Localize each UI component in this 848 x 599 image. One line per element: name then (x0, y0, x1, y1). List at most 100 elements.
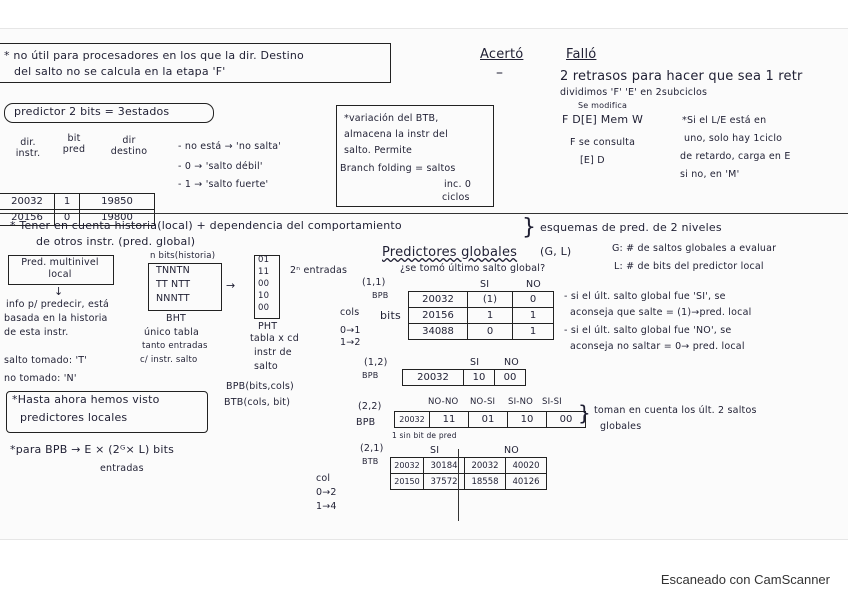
t3-head-2: NO-SI (470, 397, 495, 407)
p2-head-dir: dir. instr. (8, 137, 48, 159)
si-note-4: si no, en 'M' (680, 169, 739, 180)
cols-label: cols (340, 307, 359, 318)
table-cell: 1 (513, 308, 554, 324)
btb-label-4: BTB (362, 457, 378, 466)
bht-row: TT NTT (156, 279, 190, 290)
local-desc-1: info p/ predecir, está (6, 299, 109, 310)
rule-2: aconseja que salte = (1)→pred. local (570, 307, 751, 318)
table-cell: 20156 (409, 308, 468, 324)
not-taken-label: no tomado: 'N' (4, 373, 77, 384)
bht-label: BHT (166, 313, 186, 324)
pht-row: 11 (258, 267, 269, 277)
col-map-2: 0→2 (316, 487, 337, 498)
table-cell: 20150 (391, 474, 424, 490)
fallo-line-2: dividimos 'F' 'E' en 2subciclos (560, 87, 707, 98)
table-cell: 40020 (506, 458, 547, 474)
global-table-4: 20032 30184 20032 40020 20150 37572 1855… (390, 457, 547, 490)
p2-head-dest: dir destino (104, 135, 154, 157)
se-modifica-note: Se modifica (578, 101, 627, 110)
bpb-label-2: BPB (362, 371, 378, 380)
pipeline-ed: [E] D (580, 155, 605, 166)
local-desc-2: basada en la historia (4, 313, 108, 324)
btb-note-2: almacena la instr del (344, 129, 448, 140)
table-row: 20032 1 19850 (0, 194, 155, 210)
table-cell: 11 (430, 412, 469, 428)
top-note-line-2: del salto no se calcula en la etapa 'F' (14, 65, 225, 78)
table-row: 20032 (1) 0 (409, 292, 554, 308)
table-cell: 1 (513, 324, 554, 340)
rule-4: aconseja no saltar = 0→ pred. local (570, 341, 745, 352)
rule-1: - si el últ. salto global fue 'SI', se (564, 291, 726, 302)
bht-desc-2: tanto entradas (142, 341, 208, 351)
t3-brace: } (578, 401, 591, 425)
two-n-label: 2ⁿ entradas (290, 265, 347, 276)
scanned-notes-page: * no útil para procesadores en los que l… (0, 28, 848, 540)
t4-si-head: SI (430, 445, 439, 456)
c22-label: (2,2) (358, 401, 382, 412)
t3-note-2: globales (600, 421, 641, 432)
btb-cols-bit: BTB(cols, bit) (224, 397, 290, 408)
t1-no-head: NO (526, 279, 541, 290)
bht-desc-3: c/ instr. salto (140, 355, 197, 365)
table-row: 20150 37572 18558 40126 (391, 474, 547, 490)
table-cell: 10 (464, 370, 495, 386)
bht-arrow: → (226, 279, 235, 292)
table-cell: 20032 (403, 370, 464, 386)
global-table-1: 20032 (1) 0 20156 1 1 34088 0 1 (408, 291, 554, 340)
table-cell: (1) (468, 292, 513, 308)
p2-state-1: - no está → 'no salta' (178, 141, 281, 152)
top-note-line-1: * no útil para procesadores en los que l… (4, 49, 304, 62)
t4-no-head: NO (504, 445, 519, 456)
pht-row: 01 (258, 255, 269, 265)
table-cell: 20032 (0, 194, 55, 210)
col-map-1: col (316, 473, 330, 484)
t3-head-3: SI-NO (508, 397, 533, 407)
acerto-heading: Acertó (480, 47, 523, 62)
pht-row: 00 (258, 279, 269, 289)
c12-label: (1,2) (364, 357, 388, 368)
t4-divider (458, 449, 459, 521)
camscanner-footer: Escaneado con CamScanner (661, 572, 830, 587)
btb-note-6: ciclos (442, 192, 470, 203)
table-cell: 40126 (506, 474, 547, 490)
formula-bpb: *para BPB → E × (2ᴳ× L) bits (10, 443, 174, 456)
si-note-1: *Si el L/E está en (682, 115, 766, 126)
t3-head-1: NO-NO (428, 397, 458, 407)
bpb-bits-cols: BPB(bits,cols) (226, 381, 294, 392)
p2-state-3: - 1 → 'salto fuerte' (178, 179, 268, 190)
col-map-3: 1→4 (316, 501, 337, 512)
pht-desc-1: tabla x cd (250, 333, 299, 344)
local-desc-3: de esta instr. (4, 327, 68, 338)
table-row: 20156 1 1 (409, 308, 554, 324)
mid-brace: } (522, 215, 536, 240)
t3-note-1: toman en cuenta los últ. 2 saltos (594, 405, 757, 416)
bht-row: TNNTN (156, 265, 190, 276)
l-definition: L: # de bits del predictor local (614, 261, 764, 272)
bpb-label-3: BPB (356, 417, 375, 428)
table-cell: 20032 (391, 458, 424, 474)
global-gl: (G, L) (540, 245, 571, 258)
p2-state-2: - 0 → 'salto débil' (178, 161, 263, 172)
table-row: 20032 11 01 10 00 (395, 412, 586, 428)
table-cell: 01 (469, 412, 508, 428)
table-cell: 34088 (409, 324, 468, 340)
mid-brace-text: esquemas de pred. de 2 niveles (540, 221, 722, 234)
table-cell: 20032 (465, 458, 506, 474)
cols-map-2: 1→2 (340, 337, 361, 348)
pipeline-fdem: F D[E] Mem W (562, 113, 643, 126)
p2-head-bit: bit pred (60, 133, 88, 155)
bht-row: NNNTT (156, 293, 190, 304)
si-note-2: uno, solo hay 1ciclo (684, 133, 782, 144)
pht-row: 10 (258, 291, 269, 301)
global-table-3: 20032 11 01 10 00 (394, 411, 586, 428)
table-cell: 18558 (465, 474, 506, 490)
btb-note-4: Branch folding = saltos (340, 163, 456, 174)
formula-entradas: entradas (100, 463, 144, 474)
local-arrow: ↓ (54, 285, 63, 298)
table-cell: 0 (513, 292, 554, 308)
g-definition: G: # de saltos globales a evaluar (612, 243, 776, 254)
si-note-3: de retardo, carga en E (680, 151, 791, 162)
t1-si-head: SI (480, 279, 489, 290)
table-cell: 20032 (409, 292, 468, 308)
rule-3: - si el últ. salto global fue 'NO', se (564, 325, 731, 336)
